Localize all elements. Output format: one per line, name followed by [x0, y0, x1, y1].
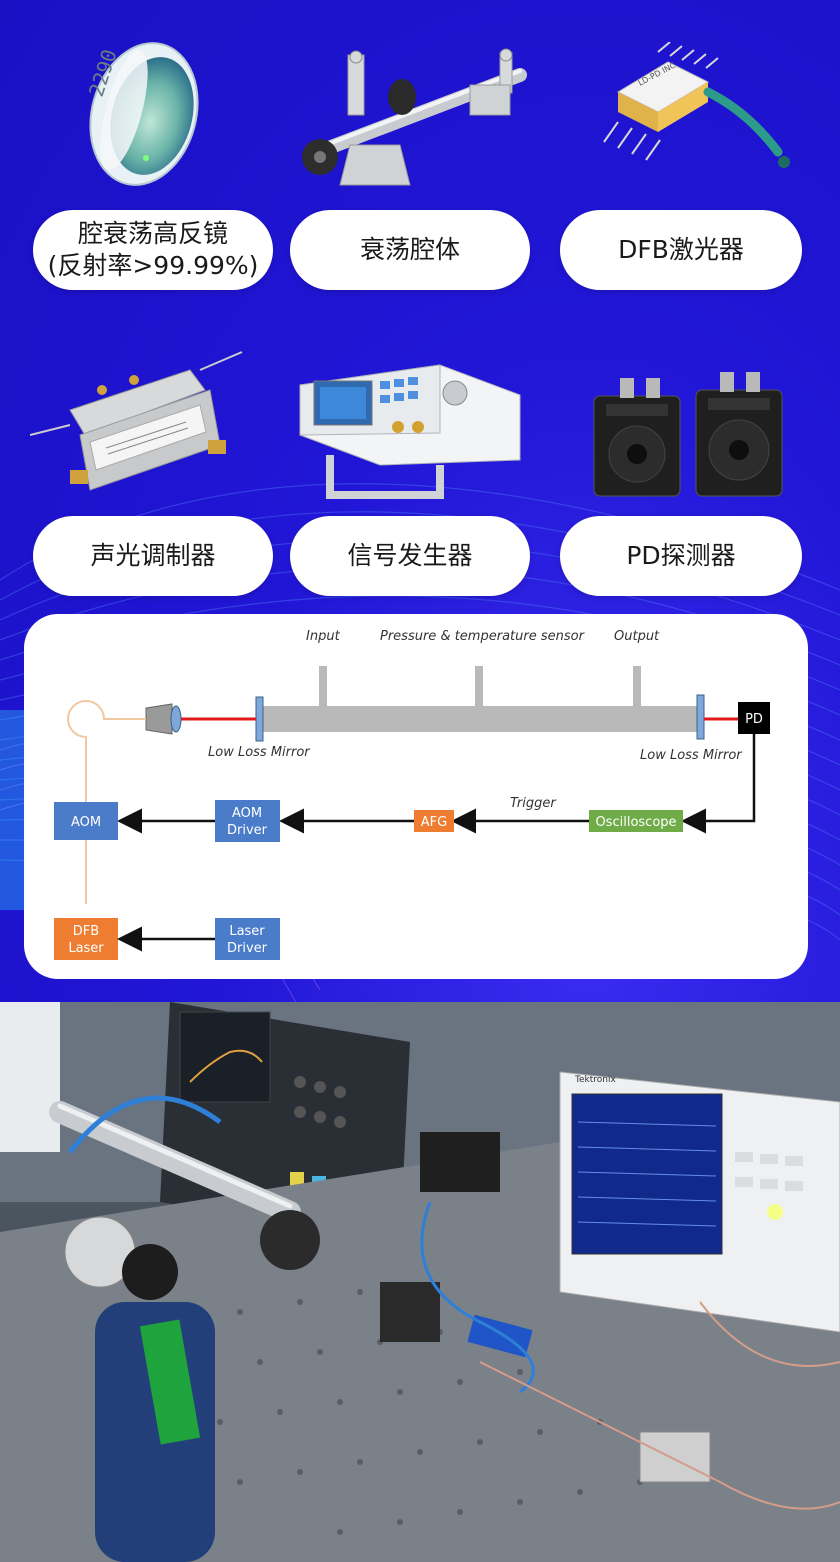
right-mirror-label: Low Loss Mirror — [640, 748, 743, 763]
lab-setup-photo: Tektronix — [0, 1002, 840, 1562]
pd-block — [738, 702, 770, 734]
afg-label: AFG — [421, 815, 447, 830]
dfb-laser-block — [54, 918, 118, 960]
pd-detector-label: PD探测器 — [560, 516, 802, 596]
pd-block-label: PD — [745, 712, 763, 727]
right-mirror — [696, 694, 705, 740]
crds-schematic: Input Pressure & temperature sensor Outp… — [24, 614, 808, 979]
pd-detector-label-text: PD探测器 — [626, 541, 736, 570]
aom-block-label: AOM — [71, 815, 101, 830]
left-mirror — [255, 696, 264, 742]
signal-generator-image — [299, 364, 521, 499]
sensor-label: Pressure & temperature sensor — [380, 629, 586, 644]
dfb-laser-label-1: DFB — [73, 924, 99, 939]
dfb-laser-label: DFB激光器 — [560, 210, 802, 290]
aom-driver-label-2: Driver — [227, 823, 268, 838]
oscilloscope-label: Oscilloscope — [595, 815, 676, 830]
dfb-laser-label-2: Laser — [68, 941, 104, 956]
input-label: Input — [306, 629, 341, 644]
mirror-label-line2: (反射率>99.99%) — [47, 251, 259, 280]
output-label: Output — [614, 629, 660, 644]
fiber — [67, 700, 146, 904]
laser-driver-label-2: Driver — [227, 941, 268, 956]
signal-generator-label: 信号发生器 — [290, 516, 530, 596]
collimator — [145, 703, 173, 735]
mirror-label-line1: 腔衰荡高反镜 — [77, 219, 228, 248]
output-port — [633, 666, 641, 706]
input-port — [319, 666, 327, 706]
aom-driver-label-1: AOM — [232, 806, 262, 821]
aom-image — [30, 351, 243, 491]
trigger-label: Trigger — [510, 796, 557, 811]
pd-detector-image — [593, 372, 783, 497]
afg-block — [414, 810, 454, 832]
sensor-port — [475, 666, 483, 706]
signal-generator-label-text: 信号发生器 — [347, 541, 473, 570]
aom-label: 声光调制器 — [33, 516, 273, 596]
ringdown-cavity-label: 衰荡腔体 — [290, 210, 530, 290]
cavity-tube — [262, 706, 698, 732]
dfb-laser-image: LD-PD INC — [603, 42, 790, 168]
laser-driver-label-1: Laser — [229, 924, 265, 939]
mirror-label: 腔衰荡高反镜 (反射率>99.99%) — [33, 210, 273, 290]
oscilloscope-block — [589, 810, 683, 832]
tektronix-logo: Tektronix — [574, 1075, 616, 1085]
dfb-laser-label-text: DFB激光器 — [618, 235, 744, 264]
ringdown-cavity-label-text: 衰荡腔体 — [359, 235, 460, 264]
mirror-image: 2290 — [84, 42, 199, 186]
aom-block — [54, 802, 118, 840]
aom-driver-block — [215, 800, 280, 842]
ringdown-cavity-image — [302, 48, 527, 186]
laser-driver-block — [215, 918, 280, 960]
aom-label-text: 声光调制器 — [90, 541, 216, 570]
pd-to-scope-line — [681, 734, 756, 834]
left-mirror-label: Low Loss Mirror — [208, 745, 311, 760]
